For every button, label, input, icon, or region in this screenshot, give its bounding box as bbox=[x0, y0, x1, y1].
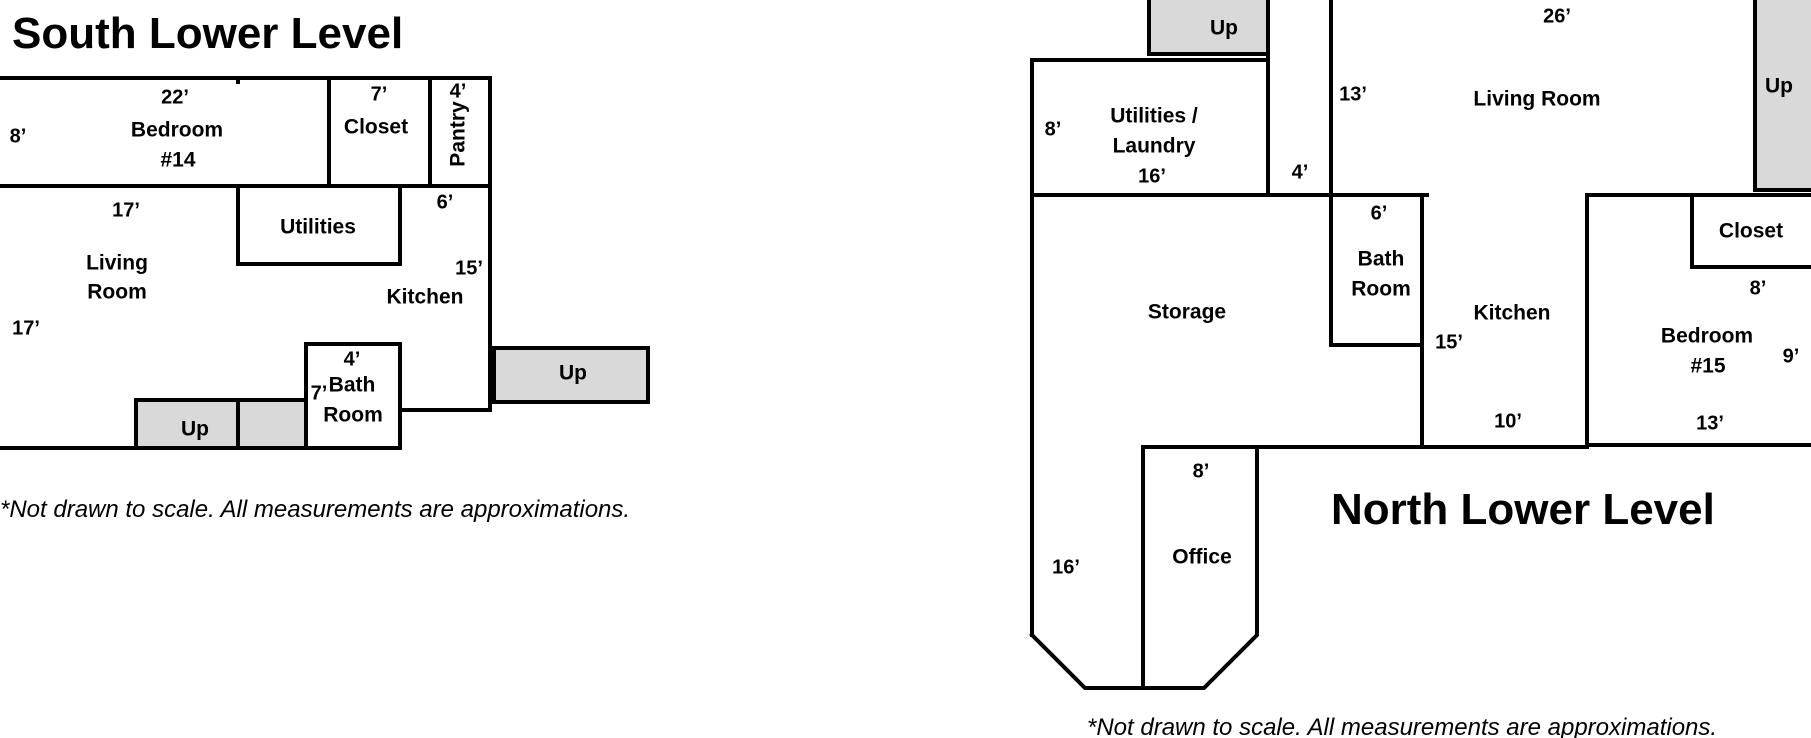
pantry-label: Pantry bbox=[447, 101, 470, 167]
south-bed-width-dim: 22’ bbox=[161, 86, 189, 108]
north-kitchen-bottom-dim: 10’ bbox=[1494, 410, 1522, 432]
south-level-title: South Lower Level bbox=[12, 9, 403, 58]
bedroom-14-label-line1: Bedroom bbox=[131, 119, 223, 142]
stair-extension-south bbox=[236, 398, 308, 450]
south-closet-dim: 7’ bbox=[371, 83, 388, 105]
north-closet-dim: 8’ bbox=[1750, 277, 1767, 299]
north-office-width-dim: 8’ bbox=[1193, 460, 1210, 482]
north-bath-label-line1: Bath bbox=[1358, 248, 1405, 271]
office-label: Office bbox=[1172, 546, 1232, 569]
north-kitchen-label: Kitchen bbox=[1473, 302, 1550, 325]
north-hall-width-dim: 4’ bbox=[1292, 161, 1309, 183]
north-stairs bbox=[1147, 0, 1811, 192]
south-kitchen-side-dim: 15’ bbox=[455, 257, 483, 279]
stair-up-north-left-label: Up bbox=[1210, 17, 1238, 40]
south-living-label-line2: Room bbox=[87, 281, 147, 304]
north-utilities-label-line1: Utilities / bbox=[1110, 105, 1198, 128]
stair-up-north-right-label: Up bbox=[1765, 75, 1793, 98]
south-kitchen-label: Kitchen bbox=[386, 286, 463, 309]
north-living-width-dim: 26’ bbox=[1543, 5, 1571, 27]
north-level-title: North Lower Level bbox=[1331, 485, 1715, 534]
south-living-label-line1: Living bbox=[86, 252, 148, 275]
north-office-height-dim: 16’ bbox=[1052, 556, 1080, 578]
north-hall-height-dim: 13’ bbox=[1339, 83, 1367, 105]
south-walls bbox=[0, 76, 492, 450]
north-util-width-dim: 16’ bbox=[1138, 165, 1166, 187]
south-utilities-label: Utilities bbox=[280, 216, 356, 239]
north-bed-height-dim: 9’ bbox=[1783, 345, 1800, 367]
south-closet-label: Closet bbox=[344, 116, 408, 139]
south-bed-height-dim: 8’ bbox=[10, 125, 27, 147]
south-bath-height-dim: 7’ bbox=[311, 382, 328, 404]
bedroom-15-label-line2: #15 bbox=[1690, 355, 1725, 378]
stair-up-south-bottom-label: Up bbox=[181, 418, 209, 441]
stair-up-south-bottom bbox=[134, 398, 240, 450]
north-kitchen-side-dim: 15’ bbox=[1435, 331, 1463, 353]
south-scale-note: *Not drawn to scale. All measurements ar… bbox=[0, 496, 630, 523]
south-stairs bbox=[134, 346, 650, 450]
north-living-label: Living Room bbox=[1473, 88, 1600, 111]
south-bath-label-line2: Room bbox=[323, 404, 383, 427]
stair-up-north-right bbox=[1753, 0, 1811, 192]
stair-up-south-right bbox=[492, 346, 650, 404]
stair-up-north-left bbox=[1147, 0, 1270, 56]
south-bath-label-line1: Bath bbox=[329, 374, 376, 397]
north-bath-width-dim: 6’ bbox=[1371, 202, 1388, 224]
north-scale-note: *Not drawn to scale. All measurements ar… bbox=[1087, 714, 1717, 738]
north-util-height-dim: 8’ bbox=[1045, 118, 1062, 140]
north-bath-label-line2: Room bbox=[1351, 278, 1411, 301]
south-living-width-dim: 17’ bbox=[112, 199, 140, 221]
south-kitchen-top-dim: 6’ bbox=[437, 191, 454, 213]
south-bath-width-dim: 4’ bbox=[344, 348, 361, 370]
south-pantry-dim: 4’ bbox=[450, 80, 467, 102]
north-closet-label: Closet bbox=[1719, 220, 1783, 243]
bedroom-14-label-line2: #14 bbox=[160, 149, 195, 172]
bedroom-15-label-line1: Bedroom bbox=[1661, 325, 1753, 348]
south-living-height-dim: 17’ bbox=[12, 317, 40, 339]
north-bed-width-dim: 13’ bbox=[1696, 412, 1724, 434]
storage-label: Storage bbox=[1148, 301, 1226, 324]
stair-up-south-right-label: Up bbox=[559, 362, 587, 385]
north-utilities-label-line2: Laundry bbox=[1113, 135, 1196, 158]
